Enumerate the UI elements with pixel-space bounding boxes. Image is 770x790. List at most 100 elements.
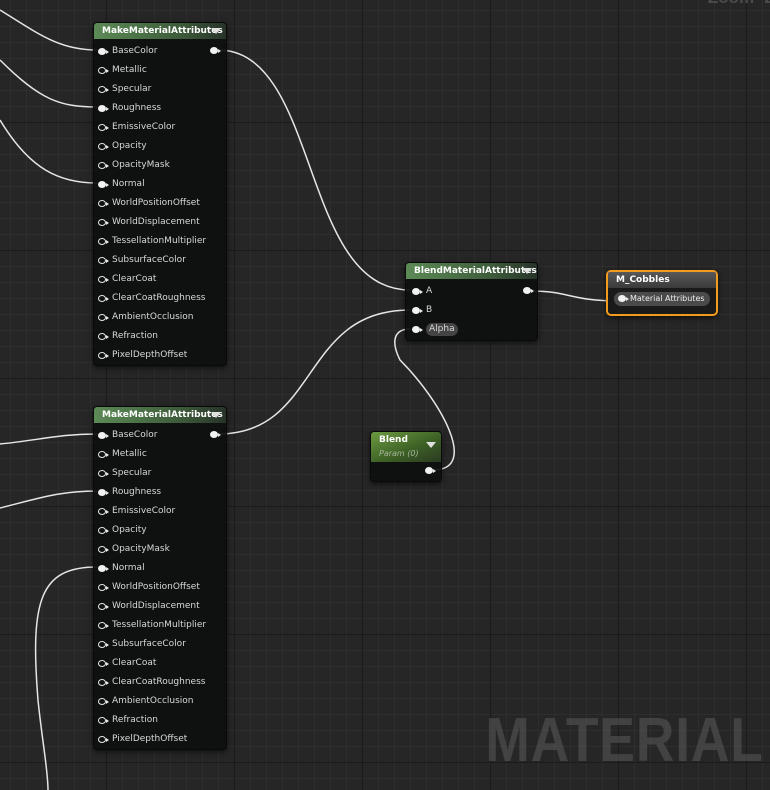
output-pin-icon[interactable] bbox=[210, 431, 221, 438]
pin-label: EmissiveColor bbox=[112, 122, 176, 132]
collapse-chevron-icon[interactable] bbox=[211, 28, 221, 34]
input-pin-icon[interactable] bbox=[98, 546, 109, 553]
pin-label: ClearCoatRoughness bbox=[112, 293, 206, 303]
node-title: M_Cobbles bbox=[616, 275, 670, 285]
node-subtitle: Param (0) bbox=[379, 449, 419, 458]
pin-label: SubsurfaceColor bbox=[112, 255, 186, 265]
wire-normal-bottom-in bbox=[34, 566, 98, 790]
blend-material-attributes-node[interactable]: BlendMaterialAttributes A B Alpha bbox=[405, 262, 538, 341]
output-pin-icon[interactable] bbox=[523, 287, 534, 294]
input-pin-icon[interactable] bbox=[98, 584, 109, 591]
pin-label: Metallic bbox=[112, 449, 147, 459]
node-header[interactable]: M_Cobbles bbox=[608, 272, 716, 288]
pin-label: Refraction bbox=[112, 715, 158, 725]
pin-label: AmbientOcclusion bbox=[112, 696, 194, 706]
input-pin-icon[interactable] bbox=[98, 660, 109, 667]
output-pin-icon[interactable] bbox=[425, 467, 436, 474]
node-title: Blend bbox=[379, 435, 408, 445]
input-pin-icon[interactable] bbox=[412, 288, 423, 295]
pin-label: WorldDisplacement bbox=[112, 217, 200, 227]
pin-label: WorldPositionOffset bbox=[112, 198, 200, 208]
node-title: MakeMaterialAttributes bbox=[102, 26, 223, 36]
pin-label: A bbox=[426, 286, 433, 296]
input-pin-icon[interactable] bbox=[98, 451, 109, 458]
pin-label: PixelDepthOffset bbox=[112, 350, 188, 360]
node-header[interactable]: MakeMaterialAttributes bbox=[94, 23, 226, 39]
input-pin-icon[interactable] bbox=[98, 105, 109, 112]
input-pin-icon[interactable] bbox=[98, 67, 109, 74]
pin-label: Opacity bbox=[112, 525, 147, 535]
input-pin-icon[interactable] bbox=[98, 565, 109, 572]
blend-parameter-node[interactable]: Blend Param (0) bbox=[370, 431, 442, 482]
input-pin-icon[interactable] bbox=[618, 295, 629, 302]
wire-base-color-bottom-in bbox=[0, 433, 98, 445]
input-pin-icon[interactable] bbox=[98, 736, 109, 743]
input-pin-icon[interactable] bbox=[98, 432, 109, 439]
pin-label: BaseColor bbox=[112, 46, 158, 56]
node-header[interactable]: MakeMaterialAttributes bbox=[94, 407, 226, 423]
input-pin-icon[interactable] bbox=[412, 326, 423, 333]
collapse-chevron-icon[interactable] bbox=[426, 442, 436, 448]
input-pin-icon[interactable] bbox=[98, 527, 109, 534]
pin-label: OpacityMask bbox=[112, 160, 170, 170]
pin-label: ClearCoatRoughness bbox=[112, 677, 206, 687]
output-pin-icon[interactable] bbox=[210, 47, 221, 54]
input-pin-icon[interactable] bbox=[98, 641, 109, 648]
pin-label: WorldPositionOffset bbox=[112, 582, 200, 592]
pin-label: WorldDisplacement bbox=[112, 601, 200, 611]
input-pin-icon[interactable] bbox=[98, 48, 109, 55]
pin-label: Opacity bbox=[112, 141, 147, 151]
input-pin-icon[interactable] bbox=[98, 333, 109, 340]
input-pin-icon[interactable] bbox=[98, 124, 109, 131]
node-title: BlendMaterialAttributes bbox=[414, 266, 537, 276]
collapse-chevron-icon[interactable] bbox=[211, 412, 221, 418]
input-pin-icon[interactable] bbox=[98, 181, 109, 188]
collapse-chevron-icon[interactable] bbox=[522, 268, 532, 274]
input-pin-icon[interactable] bbox=[98, 679, 109, 686]
input-pin-icon[interactable] bbox=[98, 352, 109, 359]
pin-label: Metallic bbox=[112, 65, 147, 75]
node-title: MakeMaterialAttributes bbox=[102, 410, 223, 420]
graph-type-watermark: MATERIAL bbox=[485, 706, 764, 775]
wire-normal-top-in bbox=[0, 119, 98, 184]
zoom-indicator: Zoom -2 bbox=[708, 0, 770, 8]
input-pin-material-attributes[interactable]: Material Attributes bbox=[614, 292, 710, 306]
node-header[interactable]: BlendMaterialAttributes bbox=[406, 263, 537, 279]
pin-label: Roughness bbox=[112, 487, 162, 497]
pin-label: Roughness bbox=[112, 103, 162, 113]
pin-label: EmissiveColor bbox=[112, 506, 176, 516]
input-pin-icon[interactable] bbox=[98, 508, 109, 515]
pin-label: TessellationMultiplier bbox=[112, 236, 207, 246]
input-pin-icon[interactable] bbox=[98, 86, 109, 93]
pin-label: SubsurfaceColor bbox=[112, 639, 186, 649]
input-pin-icon[interactable] bbox=[98, 276, 109, 283]
input-pin-icon[interactable] bbox=[98, 162, 109, 169]
input-pin-icon[interactable] bbox=[98, 238, 109, 245]
pin-label: Material Attributes bbox=[630, 294, 705, 303]
input-pin-icon[interactable] bbox=[98, 143, 109, 150]
pin-label: TessellationMultiplier bbox=[112, 620, 207, 630]
material-result-node[interactable]: M_Cobbles Material Attributes bbox=[606, 270, 718, 316]
wire-roughness-bottom-in bbox=[0, 490, 98, 509]
input-pin-icon[interactable] bbox=[98, 603, 109, 610]
input-pin-icon[interactable] bbox=[98, 622, 109, 629]
input-pin-icon[interactable] bbox=[98, 314, 109, 321]
wire-base-color-top-in bbox=[0, 9, 98, 51]
input-pin-icon[interactable] bbox=[98, 717, 109, 724]
input-pin-icon[interactable] bbox=[98, 470, 109, 477]
input-pin-icon[interactable] bbox=[98, 257, 109, 264]
wire-bottom-to-blend-b bbox=[217, 309, 411, 435]
input-pin-icon[interactable] bbox=[98, 698, 109, 705]
pin-label: PixelDepthOffset bbox=[112, 734, 188, 744]
pin-label: Refraction bbox=[112, 331, 158, 341]
input-pin-icon[interactable] bbox=[98, 295, 109, 302]
pin-label: Normal bbox=[112, 179, 145, 189]
input-pin-icon[interactable] bbox=[412, 307, 423, 314]
pin-label: Alpha bbox=[426, 323, 458, 336]
node-header[interactable]: Blend Param (0) bbox=[371, 432, 441, 462]
input-pin-icon[interactable] bbox=[98, 219, 109, 226]
input-pin-icon[interactable] bbox=[98, 200, 109, 207]
input-pin-icon[interactable] bbox=[98, 489, 109, 496]
